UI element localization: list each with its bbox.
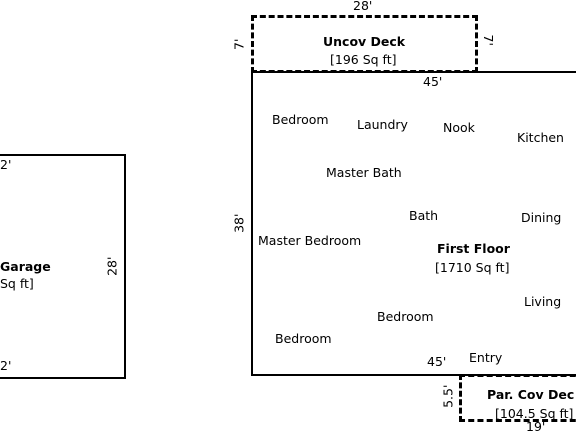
first-floor-wall-bottom [251,374,576,376]
room-entry: Entry [469,350,503,365]
room-kitchen: Kitchen [517,130,564,145]
par-cov-deck-outline [459,374,576,422]
garage-dim-top: 2' [0,157,12,172]
par-cov-deck-dim-bottom: 19' [526,419,546,434]
first-floor-wall-left [251,71,253,376]
garage-dim-bottom: 2' [0,358,12,373]
uncov-deck-area: [196 Sq ft] [330,52,397,67]
room-master-bedroom: Master Bedroom [258,233,362,248]
room-bedroom-1: Bedroom [272,112,329,127]
garage-wall-bottom [0,377,126,379]
first-floor-label: First Floor [437,241,510,256]
first-floor-wall-top [251,71,576,73]
first-floor-area: [1710 Sq ft] [435,260,510,275]
garage-area: Sq ft] [0,276,34,291]
garage-wall-top [0,154,126,156]
first-floor-dim-left: 38' [231,213,247,233]
par-cov-deck-label: Par. Cov Dec [487,387,575,402]
par-cov-deck-area: [104.5 Sq ft] [495,406,574,421]
first-floor-dim-top: 45' [423,74,443,89]
garage-dim-right: 28' [104,256,120,276]
par-cov-deck-dim-left: 5.5' [440,384,456,408]
room-bedroom-2: Bedroom [377,309,434,324]
room-laundry: Laundry [357,117,408,132]
room-bath: Bath [409,208,439,223]
room-bedroom-3: Bedroom [275,331,332,346]
uncov-deck-label: Uncov Deck [323,34,406,49]
room-living: Living [524,294,562,309]
first-floor-dim-bottom: 45' [427,354,447,369]
garage-label: Garage [0,259,51,274]
uncov-deck-dim-right: 7' [480,34,496,46]
uncov-deck-dim-left: 7' [231,38,247,50]
room-dining: Dining [521,210,562,225]
room-nook: Nook [443,120,475,135]
uncov-deck-dim-top: 28' [353,0,373,13]
garage-wall-right [124,154,126,379]
room-master-bath: Master Bath [326,165,402,180]
